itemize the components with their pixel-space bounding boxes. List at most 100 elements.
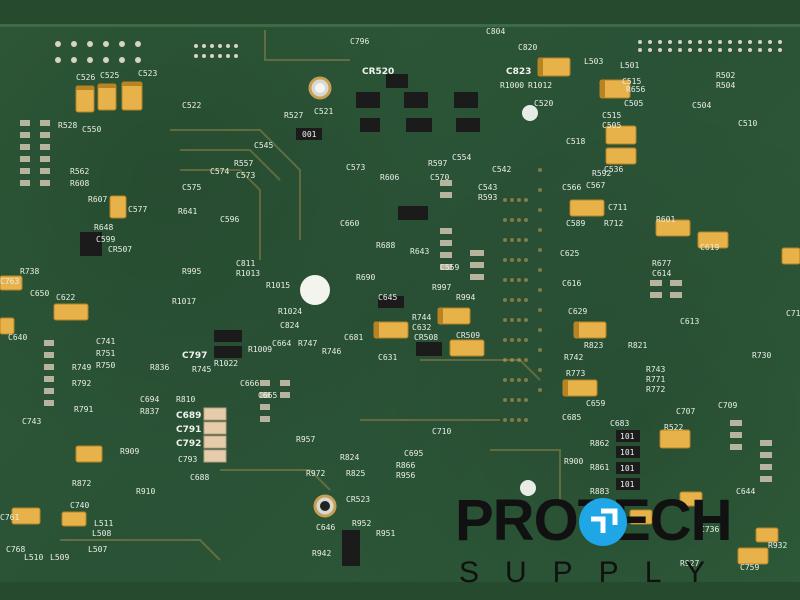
silk-label: C640 [8, 333, 27, 342]
silk-label: C619 [700, 243, 719, 252]
silk-label: C521 [314, 107, 333, 116]
silk-label: R942 [312, 549, 331, 558]
board-edge-bottom [0, 582, 800, 600]
silk-label: R900 [564, 457, 583, 466]
silk-label: C526 [76, 73, 95, 82]
silk-label: C616 [562, 279, 581, 288]
silk-label: R688 [376, 241, 395, 250]
silk-label: C518 [566, 137, 585, 146]
silk-label: C629 [568, 307, 587, 316]
silk-label: R746 [322, 347, 341, 356]
via-grid [503, 168, 542, 422]
silk-label: C536 [604, 165, 623, 174]
silk-label: R606 [380, 173, 399, 182]
silk-label: R743 [646, 365, 665, 374]
silk-label: C625 [560, 249, 579, 258]
silk-label: C545 [254, 141, 273, 150]
silk-label: C707 [676, 407, 695, 416]
silk-label: C505 [624, 99, 643, 108]
silk-label: L501 [620, 61, 639, 70]
silk-label: R932 [768, 541, 787, 550]
silk-label: R810 [176, 395, 195, 404]
tantalum-polarity-bands [76, 58, 605, 396]
silk-label: C736 [700, 525, 719, 534]
silk-label: R742 [564, 353, 583, 362]
silk-label: R747 [298, 339, 317, 348]
silk-label: CR509 [456, 331, 480, 340]
silk-label: C505 [602, 121, 621, 130]
silk-label: C525 [100, 71, 119, 80]
silk-label: R791 [74, 405, 93, 414]
silk-label: C791 [176, 425, 201, 435]
silk-label: C710 [432, 427, 451, 436]
silk-label: R909 [120, 447, 139, 456]
silk-label: C614 [652, 269, 671, 278]
silk-label: C685 [562, 413, 581, 422]
silk-label: R866 [396, 461, 415, 470]
silk-label: CR507 [108, 245, 132, 254]
silk-label: R648 [94, 223, 113, 232]
silk-label: C811 [236, 259, 255, 268]
silk-label: R656 [626, 85, 645, 94]
silk-label: R824 [340, 453, 359, 462]
silk-label: R771 [646, 375, 665, 384]
silk-label: R527 [284, 111, 303, 120]
resistor-marking: 101 [620, 448, 635, 457]
silk-label: C573 [346, 163, 365, 172]
silk-label: C522 [182, 101, 201, 110]
logo-subline: SUPPLY [459, 556, 732, 589]
silk-label: C523 [138, 69, 157, 78]
silk-label: C650 [30, 289, 49, 298]
silk-label: R837 [140, 407, 159, 416]
silk-label: CR508 [414, 333, 438, 342]
silk-label: R504 [716, 81, 735, 90]
silk-label: R872 [72, 479, 91, 488]
silk-label: R1012 [528, 81, 552, 90]
silk-label: C575 [182, 183, 201, 192]
mounting-holes [300, 76, 538, 518]
silk-label: C550 [82, 125, 101, 134]
silk-label: R773 [566, 369, 585, 378]
silk-label: R1009 [248, 345, 272, 354]
silk-label: R690 [356, 273, 375, 282]
silk-label: R972 [306, 469, 325, 478]
silk-label: R910 [136, 487, 155, 496]
silk-label: C515 [602, 111, 621, 120]
silk-label: R883 [590, 487, 609, 496]
copper-traces [60, 30, 561, 561]
silk-label: C823 [506, 67, 531, 77]
silk-label: R712 [604, 219, 623, 228]
silk-label: C543 [478, 183, 497, 192]
silk-label: C622 [56, 293, 75, 302]
silk-label: R738 [20, 267, 39, 276]
silk-label: C520 [534, 99, 553, 108]
silk-label: R608 [70, 179, 89, 188]
silk-label: C792 [176, 439, 201, 449]
resistor-marking: 101 [620, 480, 635, 489]
silk-label: R825 [346, 469, 365, 478]
silk-label: R592 [592, 169, 611, 178]
silk-label: R862 [590, 439, 609, 448]
resistor-marking: 101 [620, 432, 635, 441]
silk-label: R528 [58, 121, 77, 130]
silk-label: C793 [178, 455, 197, 464]
silk-label: L511 [94, 519, 113, 528]
silk-label: R995 [182, 267, 201, 276]
silk-label: C577 [128, 205, 147, 214]
silk-label: C743 [22, 417, 41, 426]
silk-label: R562 [70, 167, 89, 176]
silk-label: C613 [680, 317, 699, 326]
silk-label: R821 [628, 341, 647, 350]
resistor-marking: 001 [302, 130, 317, 139]
silk-label: R641 [178, 207, 197, 216]
silk-label: C741 [96, 337, 115, 346]
silk-label: C695 [404, 449, 423, 458]
silk-label: C574 [210, 167, 229, 176]
silk-label: C566 [562, 183, 581, 192]
silk-label: L507 [88, 545, 107, 554]
tantalum-capacitors [0, 57, 800, 565]
silk-label: R643 [410, 247, 429, 256]
silk-label: L509 [50, 553, 69, 562]
silk-label: C659 [586, 399, 605, 408]
